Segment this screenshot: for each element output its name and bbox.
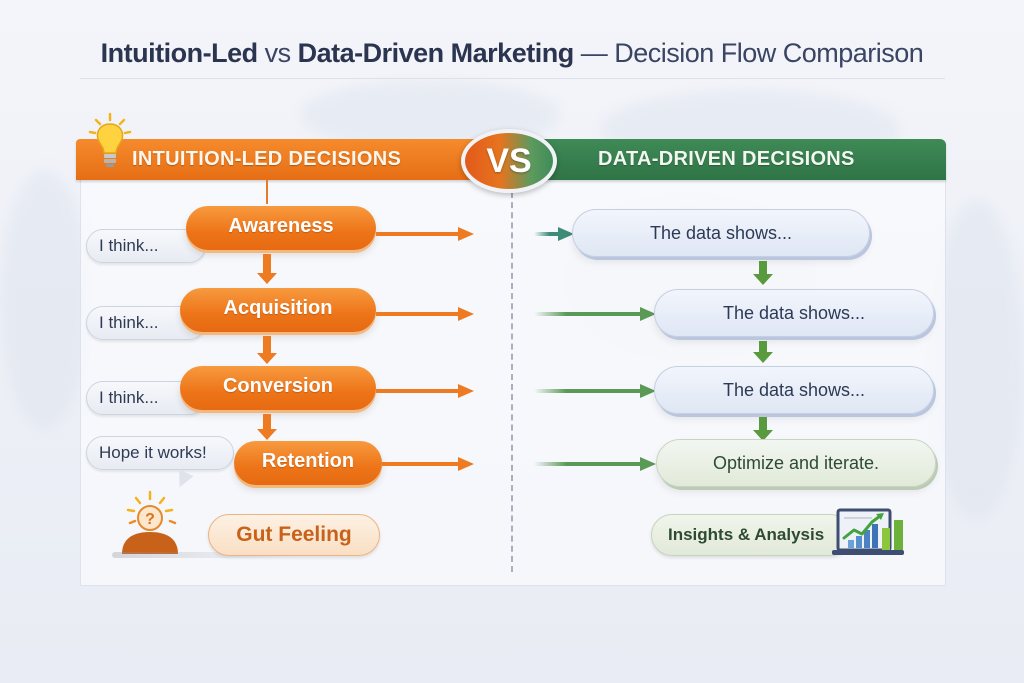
- insights-analysis-badge: Insights & Analysis: [651, 514, 851, 556]
- arrow-right: [534, 457, 656, 471]
- stage-awareness: Awareness: [186, 206, 376, 250]
- confused-person-icon: ?: [122, 490, 178, 554]
- svg-text:?: ?: [145, 511, 155, 528]
- stage-acquisition: Acquisition: [180, 288, 376, 332]
- lightbulb-icon: [88, 112, 132, 167]
- vs-badge: VS: [461, 129, 557, 193]
- title-data-driven: Data-Driven Marketing: [297, 38, 575, 68]
- connector-line: [266, 180, 268, 204]
- stage-conversion: Conversion: [180, 366, 376, 410]
- title-suffix: — Decision Flow Comparison: [573, 38, 924, 68]
- title-vs: vs: [257, 38, 298, 68]
- arrow-right: [534, 307, 656, 321]
- laptop-chart-icon: [832, 508, 904, 555]
- data-step-optimize: Optimize and iterate.: [656, 439, 936, 487]
- arrow-right: [376, 384, 474, 398]
- arrow-right: [534, 227, 574, 241]
- data-step: The data shows...: [572, 209, 870, 257]
- center-divider: [511, 192, 513, 572]
- stage-retention: Retention: [234, 441, 382, 485]
- thought-bubble: I think...: [86, 229, 206, 263]
- arrow-down: [753, 417, 773, 441]
- arrow-down: [753, 261, 773, 285]
- intuition-header-label: INTUITION-LED DECISIONS: [132, 148, 402, 170]
- title-intuition: Intuition-Led: [100, 38, 258, 68]
- data-driven-header-label: DATA-DRIVEN DECISIONS: [598, 148, 855, 170]
- arrow-right: [376, 307, 474, 321]
- arrow-down: [257, 254, 277, 284]
- arrow-down: [257, 336, 277, 364]
- intuition-header: INTUITION-LED DECISIONS: [76, 139, 496, 180]
- data-step: The data shows...: [654, 366, 934, 414]
- data-driven-header: DATA-DRIVEN DECISIONS: [530, 139, 946, 180]
- thought-bubble: Hope it works!: [86, 436, 234, 470]
- arrow-right: [534, 384, 656, 398]
- gut-feeling-badge: Gut Feeling: [208, 514, 380, 556]
- map-background: [0, 170, 90, 430]
- page-title: Intuition-Led vs Data-Driven Marketing —…: [0, 38, 1024, 69]
- arrow-down: [753, 341, 773, 363]
- data-step: The data shows...: [654, 289, 934, 337]
- arrow-right: [382, 457, 474, 471]
- arrow-down: [257, 414, 277, 440]
- title-divider: [80, 78, 945, 79]
- arrow-right: [376, 227, 474, 241]
- shadow: [112, 552, 292, 558]
